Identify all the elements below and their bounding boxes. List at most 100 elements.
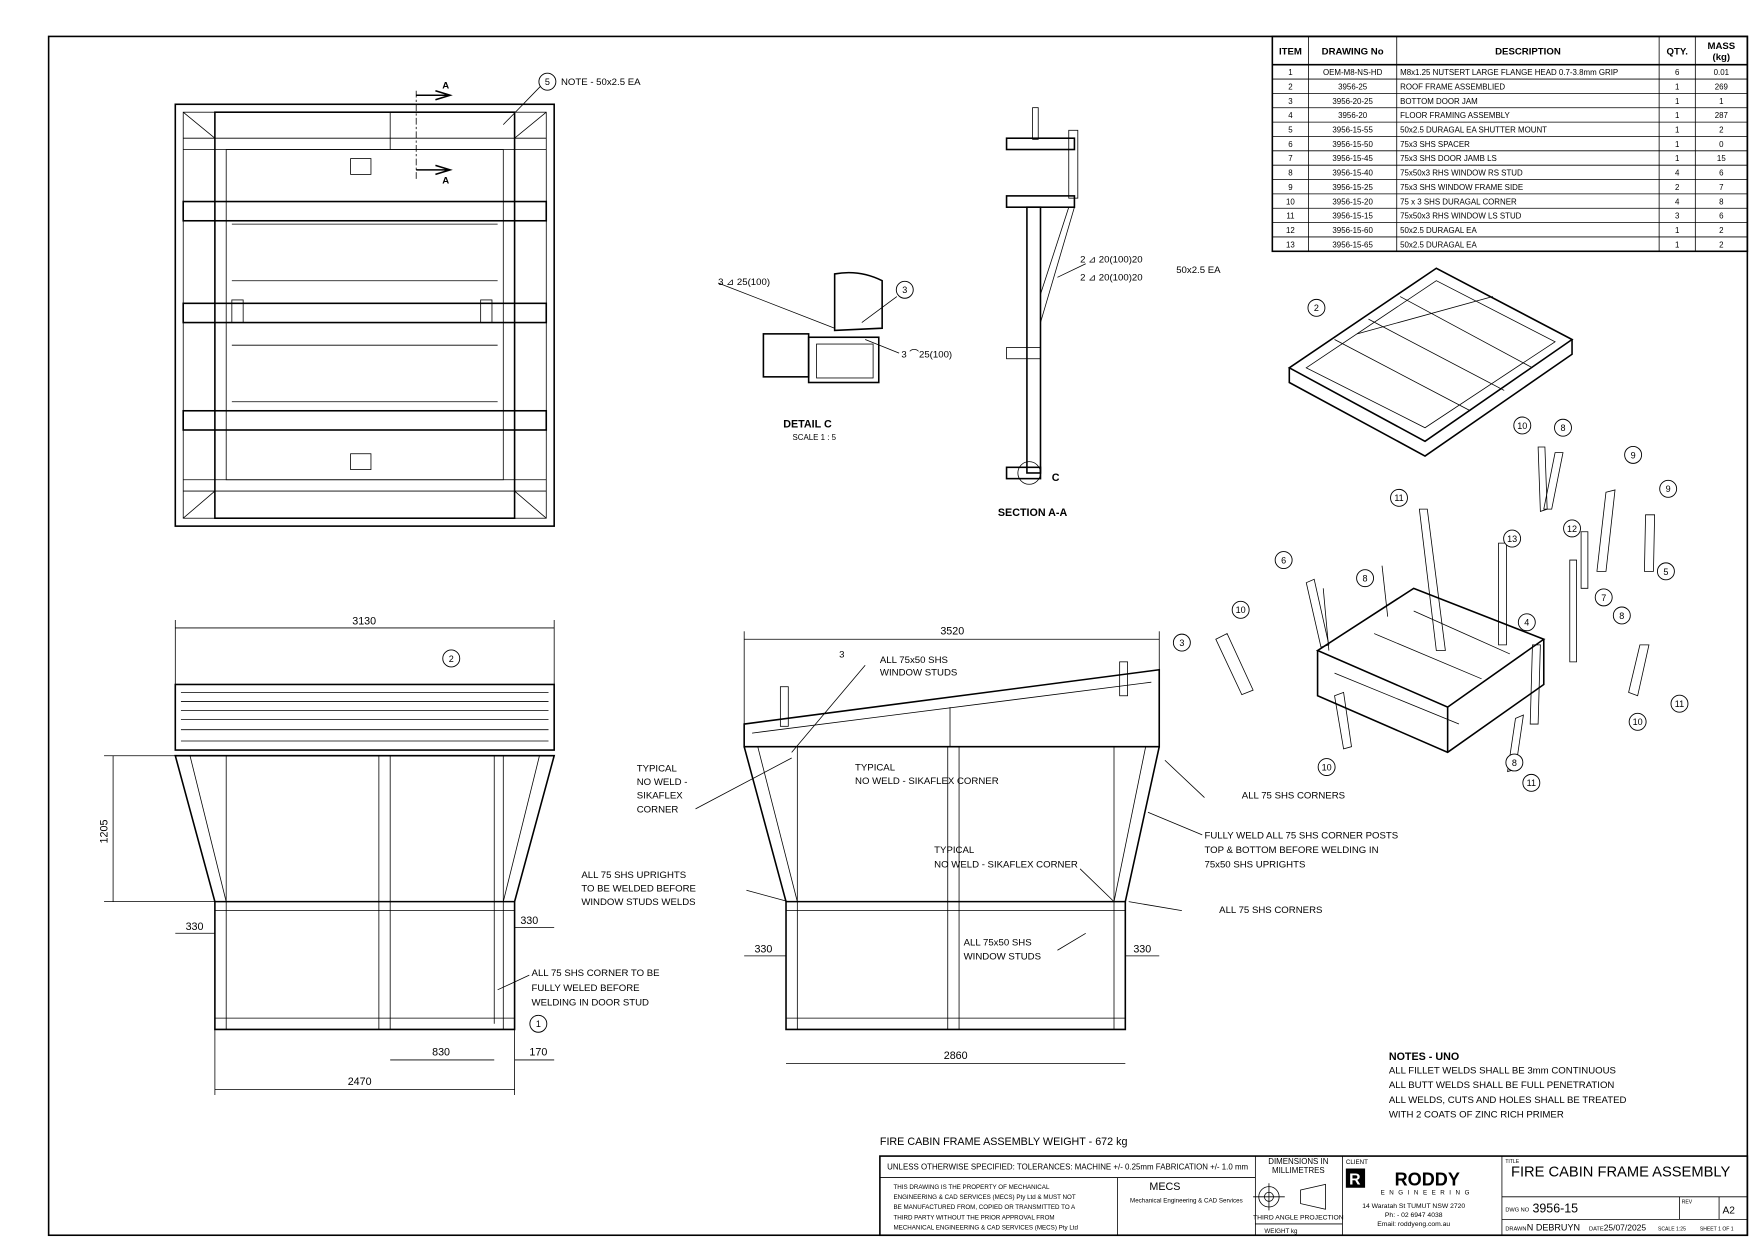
bom-cell-qty: 1: [1675, 97, 1680, 106]
bom-cell-mass: 6: [1719, 169, 1724, 178]
tolerances: UNLESS OTHERWISE SPECIFIED: TOLERANCES: …: [887, 1163, 1248, 1172]
detail-c: 3 ⊿ 25(100) 3 ⌒25(100) DETAIL C SCALE 1 …: [718, 271, 952, 442]
drawn-label: DRAWN: [1505, 1227, 1526, 1233]
bom-cell-item: 7: [1288, 154, 1292, 163]
item-balloon: [1231, 600, 1250, 619]
bom-table: ITEM DRAWING No DESCRIPTION QTY. MASS (k…: [1271, 35, 1749, 253]
section-a-a-title: SECTION A-A: [998, 507, 1068, 519]
item-balloon-number: 6: [1281, 555, 1286, 565]
client-logo-sub: ENGINEERING: [1381, 1190, 1474, 1197]
detail-c-weld-top: 3 ⊿ 25(100): [718, 277, 770, 288]
section-a-a: C 2 ⊿ 20(100)20 2 ⊿ 20(100)20 50x2.5 EA …: [998, 107, 1221, 519]
client-label: CLIENT: [1346, 1159, 1368, 1166]
studs-note-bottom-1: ALL 75x50 SHS: [964, 938, 1032, 949]
bom-cell-drawing: 3956-15-20: [1332, 197, 1373, 206]
bom-cell-drawing: 3956-15-60: [1332, 226, 1373, 235]
dwg-no: 3956-15: [1532, 1202, 1578, 1216]
section-marker-a-bottom: A: [442, 175, 449, 186]
bom-cell-mass: 8: [1719, 197, 1724, 206]
bom-cell-qty: 6: [1675, 68, 1680, 77]
bom-cell-item: 8: [1288, 169, 1293, 178]
bom-header-item: ITEM: [1279, 47, 1302, 58]
bom-cell-drawing: 3956-20: [1338, 111, 1368, 120]
bom-header-qty: QTY.: [1667, 47, 1689, 58]
bom-cell-item: 1: [1288, 68, 1293, 77]
bom-cell-drawing: 3956-15-15: [1332, 212, 1373, 221]
bom-cell-mass: 2: [1719, 226, 1723, 235]
drawing-title: FIRE CABIN FRAME ASSEMBLY: [1511, 1164, 1730, 1180]
date: 25/07/2025: [1604, 1223, 1647, 1233]
assembly-weight: FIRE CABIN FRAME ASSEMBLY WEIGHT - 672 k…: [880, 1136, 1128, 1148]
dim-side-width-bottom: 2860: [944, 1050, 968, 1062]
item-balloon-number: 4: [1524, 618, 1529, 628]
section-weld-1: 2 ⊿ 20(100)20: [1080, 255, 1143, 266]
dim-side-left-offset: 330: [754, 944, 772, 956]
uprights-note-3: WINDOW STUDS WELDS: [581, 897, 695, 908]
bom-cell-description: 75x50x3 RHS WINDOW RS STUD: [1400, 169, 1523, 178]
typical-mid-1: TYPICAL: [855, 762, 896, 773]
date-label: DATE: [1589, 1227, 1604, 1233]
bom-cell-description: ROOF FRAME ASSEMBLIED: [1400, 82, 1505, 91]
typical-mid-2: NO WELD - SIKAFLEX CORNER: [855, 776, 999, 787]
typical-left-4: CORNER: [637, 804, 679, 815]
client-logo: RODDY: [1395, 1169, 1460, 1189]
item-balloon-number: 3: [902, 285, 907, 295]
bom-cell-drawing: 3956-15-40: [1332, 169, 1373, 178]
mecs-logo-text: MECS: [1149, 1181, 1180, 1193]
dim-front-width-bottom: 2470: [348, 1076, 372, 1088]
weight-label: WEIGHT kg: [1264, 1228, 1298, 1235]
bom-cell-item: 10: [1286, 197, 1295, 206]
bom-cell-description: 75x3 SHS WINDOW FRAME SIDE: [1400, 183, 1523, 192]
item-balloon: [1656, 562, 1675, 581]
item-balloon-number: 12: [1567, 524, 1577, 534]
item-balloon: [1612, 606, 1631, 625]
studs-note-top-2: WINDOW STUDS: [880, 667, 957, 678]
dim-front-height: 1205: [98, 820, 110, 844]
notes-title: NOTES - UNO: [1389, 1051, 1459, 1063]
bom-cell-drawing: 3956-20-25: [1332, 97, 1373, 106]
detail-c-weld-bottom: 3 ⌒25(100): [901, 350, 952, 361]
item-balloon: [1628, 712, 1647, 731]
bom-cell-description: M8x1.25 NUTSERT LARGE FLANGE HEAD 0.7-3.…: [1400, 68, 1618, 77]
bom-cell-mass: 2: [1719, 240, 1723, 249]
property-notice-3: BE MANUFACTURED FROM, COPIED OR TRANSMIT…: [893, 1204, 1076, 1211]
item-balloon-number: 10: [1633, 717, 1643, 727]
bom-cell-qty: 2: [1675, 183, 1679, 192]
item-balloon: [1513, 416, 1532, 435]
item-balloon: [1517, 613, 1536, 632]
typical-left-1: TYPICAL: [637, 764, 678, 775]
client-phone: Ph: - 02 6947 4038: [1385, 1212, 1443, 1219]
section-weld-note: 50x2.5 EA: [1176, 265, 1221, 276]
dim-front-door: 830: [432, 1046, 450, 1058]
bom-cell-mass: 15: [1717, 154, 1726, 163]
bom-cell-item: 2: [1288, 82, 1292, 91]
title-label: TITLE: [1505, 1159, 1519, 1165]
bom-cell-drawing: 3956-15-55: [1332, 126, 1373, 135]
item-balloon-number: 10: [1236, 605, 1246, 615]
bom-header-mass-unit: (kg): [1713, 52, 1731, 63]
bom-header-description: DESCRIPTION: [1495, 47, 1561, 58]
posts-note-3: 75x50 SHS UPRIGHTS: [1204, 860, 1305, 871]
item-balloon-number: 10: [1517, 421, 1527, 431]
third-angle-projection-icon: [1253, 1183, 1326, 1211]
item-balloon: [1274, 551, 1293, 569]
note-line-1: ALL FILLET WELDS SHALL BE 3mm CONTINUOUS: [1389, 1066, 1616, 1077]
posts-note-2: TOP & BOTTOM BEFORE WELDING IN: [1204, 845, 1378, 856]
property-notice-5: MECHANICAL ENGINEERING & CAD SERVICES (M…: [893, 1225, 1078, 1232]
bom-cell-description: 50x2.5 DURAGAL EA: [1400, 226, 1477, 235]
typical-left-3: SIKAFLEX: [637, 791, 684, 802]
logo-r: R: [1349, 1171, 1361, 1188]
item-balloon-number: 10: [1322, 762, 1332, 772]
bom-cell-qty: 1: [1675, 140, 1680, 149]
property-notice-4: THIRD PARTY WITHOUT THE PRIOR APPROVAL F…: [893, 1214, 1054, 1221]
property-notice-1: THIS DRAWING IS THE PROPERTY OF MECHANIC…: [893, 1184, 1049, 1191]
bom-cell-drawing: 3956-15-45: [1332, 154, 1373, 163]
front-note-line-1: ALL 75 SHS CORNER TO BE: [532, 968, 660, 979]
